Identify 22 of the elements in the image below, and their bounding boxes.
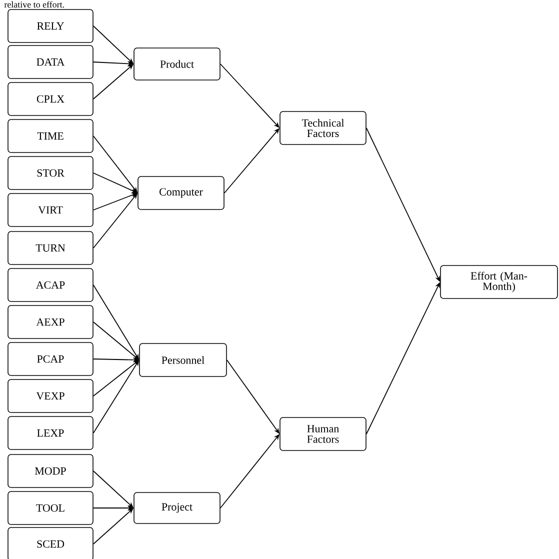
category-box: Computer: [138, 176, 224, 210]
factor-box: LEXP: [8, 416, 94, 450]
factor-box: DATA: [8, 45, 94, 79]
factor-box: TIME: [8, 119, 94, 153]
factor-box: SCED: [8, 527, 94, 559]
category-box: Personnel: [139, 343, 227, 377]
category-box: Project: [134, 492, 220, 524]
factor-box: TOOL: [8, 491, 94, 525]
factor-box: RELY: [8, 9, 94, 43]
group-box: Human Factors: [280, 417, 366, 451]
factor-box: VEXP: [8, 379, 94, 413]
result-box: Effort (Man-Month): [440, 265, 558, 299]
factor-box: CPLX: [8, 82, 94, 116]
factor-box: STOR: [8, 156, 94, 190]
factor-box: MODP: [8, 454, 94, 488]
group-box: Technical Factors: [280, 111, 366, 145]
factor-box: VIRT: [8, 193, 94, 227]
factor-box: TURN: [8, 231, 94, 265]
category-box: Product: [134, 48, 220, 80]
factor-box: PCAP: [8, 342, 94, 376]
factor-box: AEXP: [8, 305, 94, 339]
factor-box: ACAP: [8, 268, 94, 302]
